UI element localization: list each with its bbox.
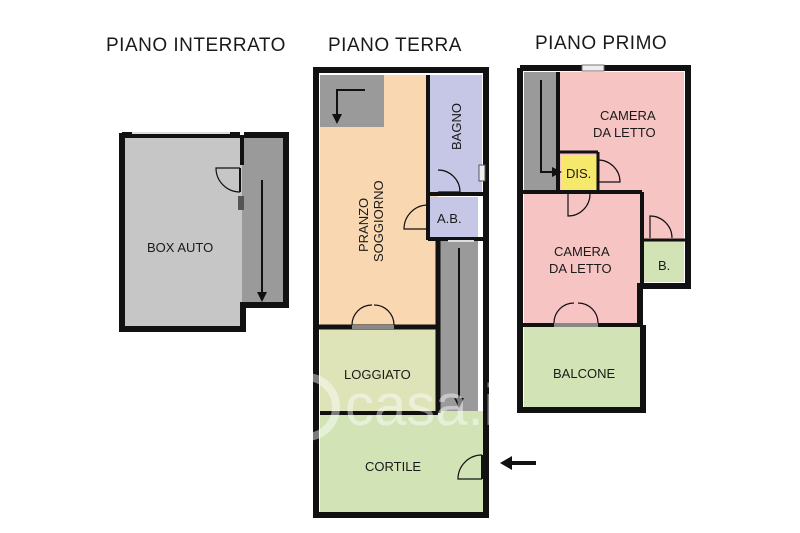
- label-loggiato: LOGGIATO: [344, 367, 411, 382]
- first-plan: [517, 64, 691, 413]
- label-camera-1-line1: CAMERA: [600, 108, 656, 123]
- label-camera-2-line1: CAMERA: [554, 244, 610, 259]
- box-auto-room: [122, 135, 242, 327]
- watermark-text: casa.it: [345, 373, 513, 438]
- basement-plan: [119, 132, 289, 332]
- label-balcone: BALCONE: [553, 366, 615, 381]
- b-room: [644, 242, 684, 282]
- ab-room: [430, 197, 478, 237]
- balcone-room: [524, 327, 640, 409]
- label-soggiorno: SOGGIORNO: [371, 180, 386, 262]
- bagno-room: [430, 75, 482, 193]
- label-b: B.: [658, 258, 670, 273]
- floor-title-basement: PIANO INTERRATO: [106, 35, 286, 56]
- label-camera-1-line2: DA LETTO: [593, 125, 656, 140]
- floor-title-first: PIANO PRIMO: [535, 33, 668, 54]
- label-camera-2-line2: DA LETTO: [549, 261, 612, 276]
- label-bagno: BAGNO: [449, 103, 464, 150]
- label-dis: DIS.: [566, 166, 591, 181]
- dis-room: [561, 155, 597, 191]
- label-box-auto: BOX AUTO: [147, 240, 213, 255]
- ground-plan: [313, 67, 536, 518]
- camera-2-room: [524, 193, 640, 323]
- label-cortile: CORTILE: [365, 459, 421, 474]
- loggiato-room: [320, 329, 438, 411]
- watermark: casa.it: [272, 373, 513, 441]
- ground-stair-top: [320, 75, 384, 127]
- label-ab: A.B.: [437, 211, 462, 226]
- floor-title-ground: PIANO TERRA: [328, 35, 462, 56]
- cortile-room: [320, 411, 484, 515]
- label-pranzo: PRANZO: [356, 198, 371, 252]
